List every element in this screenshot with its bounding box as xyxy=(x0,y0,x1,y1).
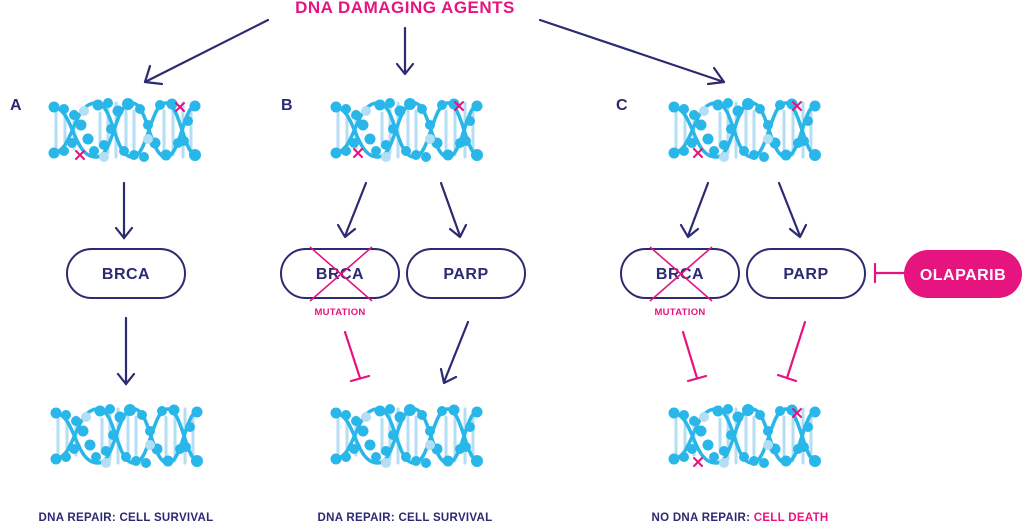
arrow-to-dna xyxy=(439,320,470,385)
mutation-note: MUTATION xyxy=(314,307,365,318)
enzyme-label: BRCA xyxy=(102,266,150,283)
enzyme-label: PARP xyxy=(443,266,488,283)
arrow-to-panel-a xyxy=(143,18,270,86)
panel-letter: B xyxy=(281,97,293,114)
mutation-note: MUTATION xyxy=(654,307,705,318)
arrow-to-parp xyxy=(439,181,468,239)
arrow-down xyxy=(116,316,136,386)
inhibition-line-parp xyxy=(776,320,807,383)
panel-letter: C xyxy=(616,97,628,114)
arrow-to-panel-c xyxy=(538,18,726,86)
arrow-to-parp xyxy=(777,181,808,239)
arrow-to-brca xyxy=(336,181,368,239)
damaged-dna-icon xyxy=(666,96,823,164)
enzyme-parp: PARP xyxy=(746,248,866,299)
arrow-down xyxy=(114,181,134,240)
enzyme-brca: BRCA xyxy=(66,248,186,299)
repaired-dna-icon xyxy=(328,402,485,470)
outcome-label: DNA REPAIR: CELL SURVIVAL xyxy=(318,512,493,523)
panel-c: C BRCA MUTATION PARP OLAP xyxy=(616,96,1022,523)
repaired-dna-icon xyxy=(48,402,205,470)
inhibitor-olaparib: OLAPARIB xyxy=(904,250,1022,298)
cross-out-mark xyxy=(309,246,373,302)
enzyme-brca-mutated: BRCA MUTATION xyxy=(280,246,400,318)
panel-letter: A xyxy=(10,97,22,114)
arrow-to-brca xyxy=(679,181,710,239)
panel-a: A BRCA DNA REPAIR: CELL SURVIVAL xyxy=(10,96,214,523)
olaparib-inhibition-line xyxy=(873,262,907,284)
outcome-label: NO DNA REPAIR: CELL DEATH xyxy=(651,512,828,523)
outcome-label: DNA REPAIR: CELL SURVIVAL xyxy=(39,512,214,523)
enzyme-brca-mutated: BRCA MUTATION xyxy=(620,246,740,318)
cross-out-mark xyxy=(649,246,713,302)
enzyme-label: PARP xyxy=(783,266,828,283)
arrow-to-panel-b xyxy=(395,26,415,76)
inhibitor-label: OLAPARIB xyxy=(920,267,1006,284)
inhibition-line-brca xyxy=(681,330,708,383)
damaged-dna-icon xyxy=(328,96,485,164)
enzyme-parp: PARP xyxy=(406,248,526,299)
diagram-title: DNA DAMAGING AGENTS xyxy=(295,0,515,17)
inhibition-line xyxy=(343,330,371,383)
panel-b: B BRCA MUTATION PARP xyxy=(280,96,526,523)
damaged-dna-icon xyxy=(46,96,203,164)
damaged-dna-icon xyxy=(666,402,823,470)
